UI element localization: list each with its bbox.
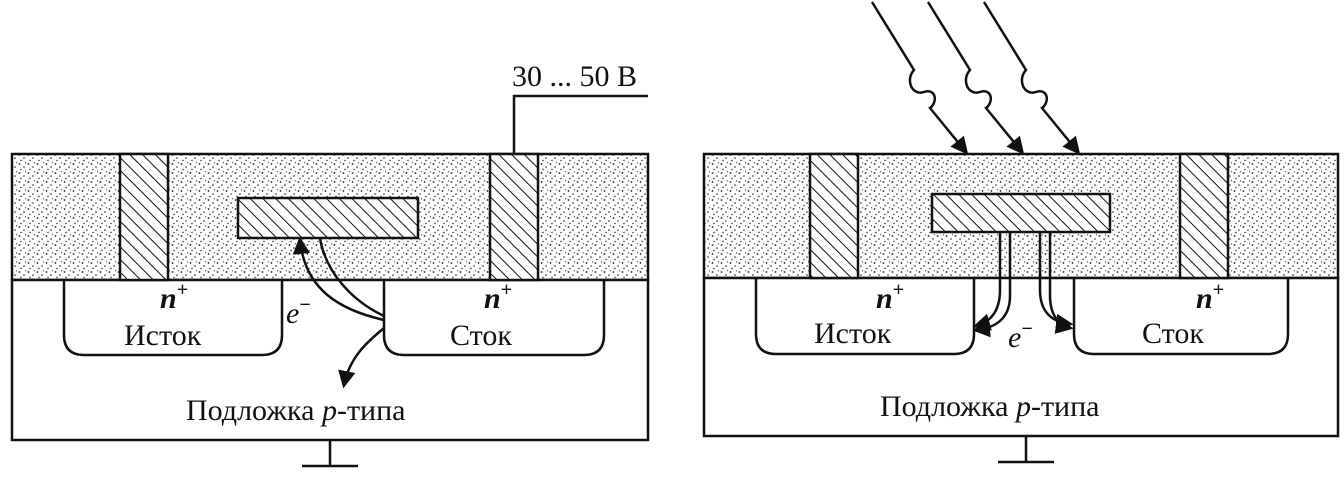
left-electron-label: e− bbox=[286, 294, 311, 330]
right-drain-region bbox=[1072, 278, 1290, 356]
right-source-region bbox=[754, 278, 976, 356]
left-source-contact bbox=[118, 152, 170, 282]
left-drain-contact bbox=[488, 152, 540, 282]
right-source-n: n+ bbox=[876, 279, 904, 315]
right-device: n+ Исток n+ Сток e− Подложка p-типа bbox=[702, 1, 1340, 464]
left-drain-region bbox=[382, 280, 606, 357]
right-ground-icon bbox=[998, 436, 1054, 464]
right-drain-n: n+ bbox=[1196, 279, 1224, 315]
right-substrate-label: Подложка p-типа bbox=[880, 390, 1099, 423]
uv-radiation-icon bbox=[870, 1, 1081, 155]
left-source-region bbox=[62, 280, 284, 357]
left-electron-path-substrate bbox=[338, 327, 385, 389]
left-ground-icon bbox=[302, 440, 358, 468]
left-drain-n: n+ bbox=[484, 279, 512, 315]
right-source-label: Исток bbox=[814, 317, 892, 350]
left-device: 30 ... 50 В n+ Исток n+ Сток e− Подложка… bbox=[10, 60, 650, 468]
right-source-contact bbox=[808, 152, 860, 280]
left-voltage-lead bbox=[512, 94, 648, 154]
left-electron-path-2 bbox=[318, 237, 385, 318]
left-source-n: n+ bbox=[160, 279, 188, 315]
right-electron-label: e− bbox=[1008, 318, 1033, 354]
left-source-label: Исток bbox=[124, 319, 202, 352]
right-drain-label: Сток bbox=[1142, 317, 1204, 350]
right-floating-gate bbox=[930, 192, 1112, 234]
right-substrate bbox=[702, 276, 1340, 438]
left-substrate-label: Подложка p-типа bbox=[186, 394, 405, 427]
left-electron-path-injection bbox=[292, 236, 385, 322]
right-electron-path-4 bbox=[1048, 232, 1074, 334]
left-substrate bbox=[10, 278, 650, 442]
left-voltage-label: 30 ... 50 В bbox=[512, 60, 637, 93]
right-drain-contact bbox=[1178, 152, 1230, 280]
left-drain-label: Сток bbox=[450, 319, 512, 352]
left-floating-gate bbox=[236, 196, 420, 240]
right-electron-path-2 bbox=[972, 232, 1012, 338]
